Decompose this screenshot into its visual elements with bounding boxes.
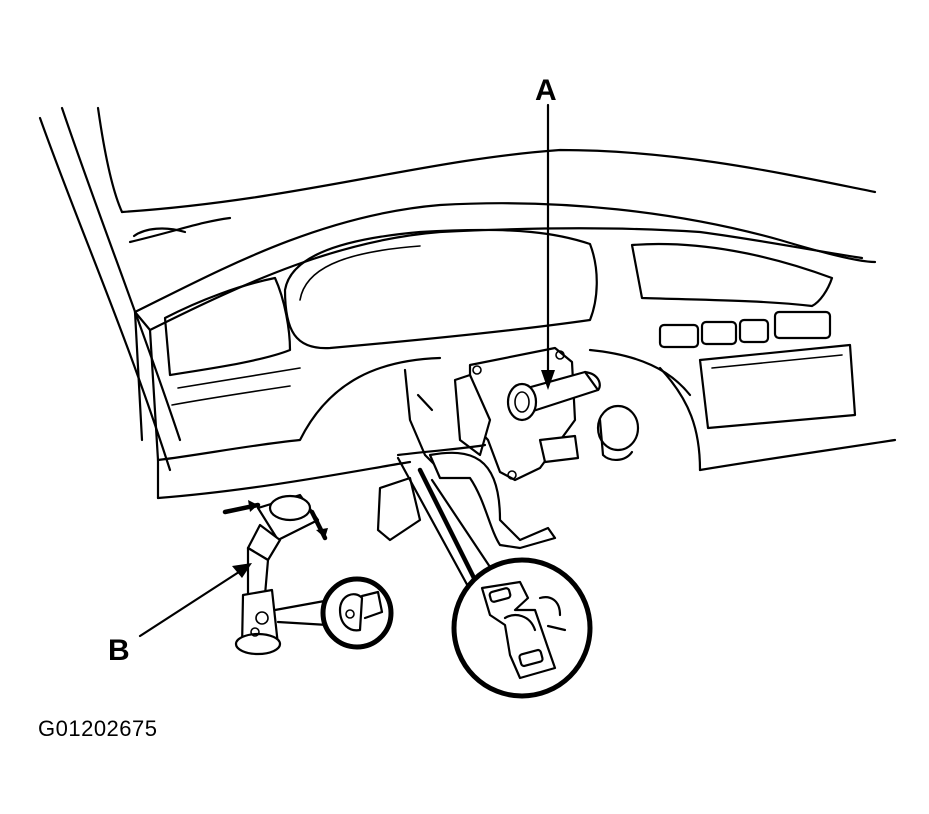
callout-a-leader	[541, 103, 555, 390]
center-console-switches	[658, 310, 857, 430]
instrument-cluster	[283, 228, 598, 350]
right-air-vent	[630, 242, 834, 308]
windshield-frame	[38, 106, 877, 472]
dashboard-outline	[133, 202, 897, 500]
left-air-vent	[163, 276, 301, 406]
callout-b-leader	[138, 563, 252, 638]
callout-label-b: B	[108, 634, 130, 667]
steering-column-assembly	[376, 346, 640, 550]
bracket-detail-inset	[396, 456, 593, 699]
callout-label-a: A	[535, 74, 557, 107]
intermediate-shaft	[222, 493, 328, 656]
coupling-detail-inset	[273, 576, 394, 650]
figure-id: G01202675	[38, 716, 158, 741]
